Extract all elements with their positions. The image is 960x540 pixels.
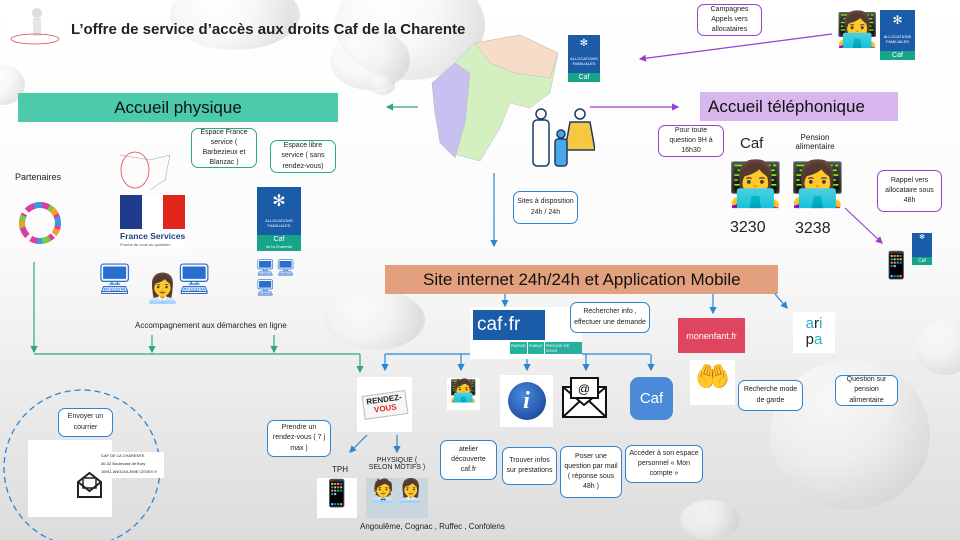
caf-app-icon[interactable]: Caf bbox=[630, 377, 673, 420]
advisor-icon: 👩‍💼 bbox=[145, 273, 180, 304]
caf-phone-number: 3230 bbox=[730, 219, 766, 236]
bubble-courrier: Envoyer un courrier bbox=[58, 408, 113, 437]
atelier-laptop-icon[interactable]: 🧑‍💻 bbox=[447, 378, 480, 410]
phone-callback-icon: 📱 bbox=[880, 250, 913, 280]
site-internet-label: Site internet 24h/24h et Application Mob… bbox=[423, 269, 741, 289]
presenter-logo bbox=[5, 5, 63, 49]
info-icon[interactable]: i bbox=[500, 375, 553, 427]
page-title: L’offre de service d’accès aux droits Ca… bbox=[71, 21, 466, 38]
accueil-telephonique-header: Accueil téléphonique bbox=[700, 92, 898, 121]
aripa-letter: a bbox=[805, 315, 814, 332]
charente-map bbox=[430, 33, 560, 162]
water-drop bbox=[915, 320, 960, 375]
mail-at-icon[interactable]: @ bbox=[562, 377, 607, 418]
phone-tph-icon: 📱 bbox=[317, 478, 357, 518]
monenfant-logo[interactable]: monenfant.fr bbox=[678, 318, 745, 353]
france-services-text: France Services bbox=[120, 231, 186, 241]
pension-phone-label: Pension alimentaire bbox=[795, 133, 835, 151]
caf-app-label: Caf bbox=[639, 390, 664, 407]
caf-charente-logo: ✻ALLOCATIONS FAMILIALES Caf bbox=[568, 35, 600, 82]
water-drop bbox=[370, 75, 395, 95]
family-icon bbox=[525, 108, 596, 168]
childcare-hands-icon: 🤲 bbox=[690, 360, 735, 405]
accueil-telephonique-label: Accueil téléphonique bbox=[708, 96, 865, 116]
lieux-label: Angoulême, Cognac , Ruffec , Confolens bbox=[360, 522, 505, 531]
tph-label: TPH bbox=[332, 465, 348, 474]
bubble-mon-compte: Accéder à son espace personnel « Mon com… bbox=[625, 445, 703, 483]
address-line: CAF DE LA CHARENTE bbox=[101, 453, 145, 458]
caf-phone-label: Caf bbox=[740, 135, 764, 152]
accueil-physique-header: Accueil physique bbox=[18, 93, 338, 122]
partenaires-logo bbox=[12, 195, 68, 251]
aripa-letter: r bbox=[814, 315, 819, 332]
bubble-rappel: Rappel vers allocataire sous 48h bbox=[877, 170, 942, 212]
operator-icon: 👩‍💻 bbox=[836, 11, 879, 49]
france-services-logo: France Services Proche de vous au quotid… bbox=[120, 195, 185, 249]
svg-text:@: @ bbox=[578, 382, 590, 396]
water-drop bbox=[330, 30, 410, 90]
bubble-mode-de-garde: Recherche mode de garde bbox=[738, 380, 803, 411]
site-internet-header: Site internet 24h/24h et Application Mob… bbox=[385, 265, 778, 294]
partenaires-label: Partenaires bbox=[15, 172, 62, 182]
bubble-pension-alimentaire: Question sur pension alimentaire bbox=[835, 375, 898, 406]
monenfant-text: monenfant.fr bbox=[686, 330, 737, 341]
rendez-vous-sign[interactable]: RENDEZ-VOUS bbox=[357, 377, 412, 432]
physical-meeting-image: 🧑‍💼👩‍💼 bbox=[366, 478, 428, 518]
operator-pension-icon: 👩‍💻 bbox=[790, 160, 845, 209]
bubble-horaires: Pour toute question 9H à 16h30 bbox=[658, 125, 724, 157]
france-services-map bbox=[119, 150, 183, 191]
cafr-logo-text: caf·fr bbox=[473, 310, 545, 340]
france-services-subtitle: Proche de vous au quotidien bbox=[120, 242, 171, 247]
water-drop bbox=[680, 500, 740, 540]
accompagnement-label: Accompagnement aux démarches en ligne bbox=[135, 321, 287, 330]
computer-icon: 🖥 bbox=[95, 263, 134, 296]
cafr-tag: RAPIDE bbox=[510, 342, 527, 354]
bubble-infos: Trouver infos sur prestations bbox=[502, 447, 557, 485]
address-block: CAF DE LA CHARENTE 30-32 Boulevard de Bu… bbox=[100, 452, 164, 478]
cafr-tag: PROCHE DE VOUS bbox=[544, 342, 582, 354]
bubble-espace-libre-service: Espace libre service ( sans rendez-vous) bbox=[270, 140, 336, 173]
bubble-sites: Sites à disposition 24h / 24h bbox=[513, 191, 578, 224]
aripa-letter: a bbox=[814, 331, 823, 348]
envelope-icon bbox=[76, 470, 103, 498]
bubble-mail: Poser une question par mail ( réponse so… bbox=[560, 446, 622, 498]
bubble-atelier: atelier découverte caf.fr bbox=[440, 440, 497, 480]
bubble-rendez-vous: Prendre un rendez-vous ( 7 j max ) bbox=[267, 420, 331, 457]
accueil-physique-label: Accueil physique bbox=[114, 97, 242, 117]
bubble-campagnes: Campagnes Appels vers allocataires bbox=[697, 4, 762, 36]
cafr-logo[interactable]: caf·fr RAPIDE FIABLE PROCHE DE VOUS bbox=[470, 307, 582, 359]
physique-label: PHYSIQUE ( SELON MOTIFS ) bbox=[368, 457, 426, 471]
computers-icon: 🖥🖥🖥 bbox=[255, 260, 296, 297]
cafr-tag: FIABLE bbox=[527, 342, 544, 354]
operator-caf-icon: 👩‍💻 bbox=[728, 160, 783, 209]
caf-charente-logo: ✻ALLOCATIONS FAMILIALES Caf bbox=[880, 10, 915, 60]
pension-phone-number: 3238 bbox=[795, 220, 831, 237]
bubble-cafr: Rechercher info , effectuer une demande bbox=[570, 302, 650, 333]
computer-icon: 🖥 bbox=[175, 263, 214, 296]
address-line: 16911 ANGOULEME CEDEX 9 bbox=[101, 469, 157, 474]
bubble-espace-france-service: Espace France service ( Barbezieux et Bl… bbox=[191, 128, 257, 168]
aripa-letter: i bbox=[819, 315, 823, 332]
aripa-letter: p bbox=[805, 331, 814, 348]
water-drop bbox=[325, 290, 425, 350]
address-line: 30-32 Boulevard de Bury bbox=[101, 461, 146, 466]
caf-charente-logo: ✻Caf bbox=[912, 233, 932, 265]
